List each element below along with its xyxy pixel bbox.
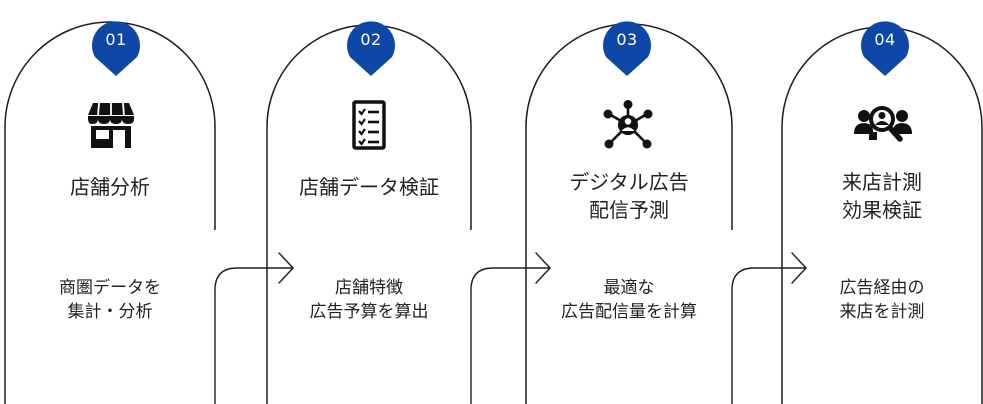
- step-4-number: 04: [874, 30, 896, 49]
- step-1-title: 店舗分析: [70, 175, 150, 199]
- step-1-badge: [92, 21, 140, 76]
- step-2-outline: [266, 24, 472, 404]
- step-4-title: 来店計測 効果検証: [842, 170, 922, 222]
- step-4-badge: [861, 21, 909, 76]
- step-2-number: 02: [360, 30, 382, 49]
- step-4-description: 広告経由の 来店を計測: [839, 278, 925, 322]
- step-2-badge: [347, 21, 396, 76]
- step-1-number: 01: [105, 30, 127, 49]
- step-3-description: 最適な 広告配信量を計算: [561, 278, 697, 322]
- step-1-description: 商圏データを 集計・分析: [59, 278, 161, 322]
- step-3-number: 03: [616, 30, 638, 49]
- store-icon: [88, 102, 134, 148]
- user-search-icon: [854, 106, 912, 142]
- connector-1-2: [214, 252, 294, 404]
- connector-3-4: [731, 252, 807, 404]
- connector-2-3: [470, 252, 551, 404]
- step-3-badge: [603, 21, 652, 76]
- network-user-icon: [603, 100, 653, 149]
- step-2-description: 店舗特徴 広告予算を算出: [309, 278, 429, 322]
- checklist-icon: [352, 100, 386, 150]
- step-3-title: デジタル広告 配信予測: [569, 170, 689, 222]
- step-2-title: 店舗データ検証: [299, 175, 439, 199]
- step-1-outline: [4, 21, 216, 404]
